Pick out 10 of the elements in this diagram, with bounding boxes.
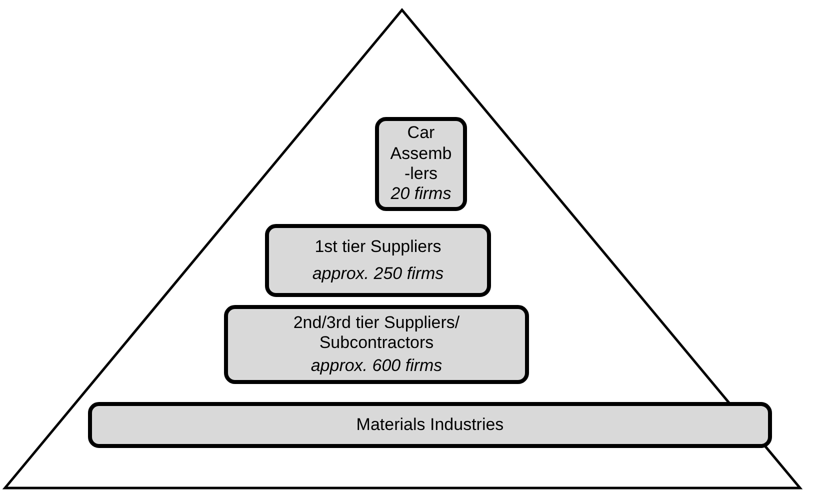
tier-box bbox=[375, 117, 467, 211]
tier-name: 1st tier Suppliers bbox=[314, 236, 442, 258]
tier-box bbox=[88, 402, 772, 448]
tier-box bbox=[224, 305, 529, 384]
firm-count: approx. 250 firms bbox=[312, 264, 444, 284]
tier-name: Car Assemb -lers bbox=[389, 123, 453, 184]
tier-box bbox=[265, 224, 491, 297]
firm-count: approx. 600 firms bbox=[310, 356, 442, 376]
tier-name: Materials Industries bbox=[356, 414, 504, 436]
firm-count: 20 firms bbox=[390, 184, 452, 205]
